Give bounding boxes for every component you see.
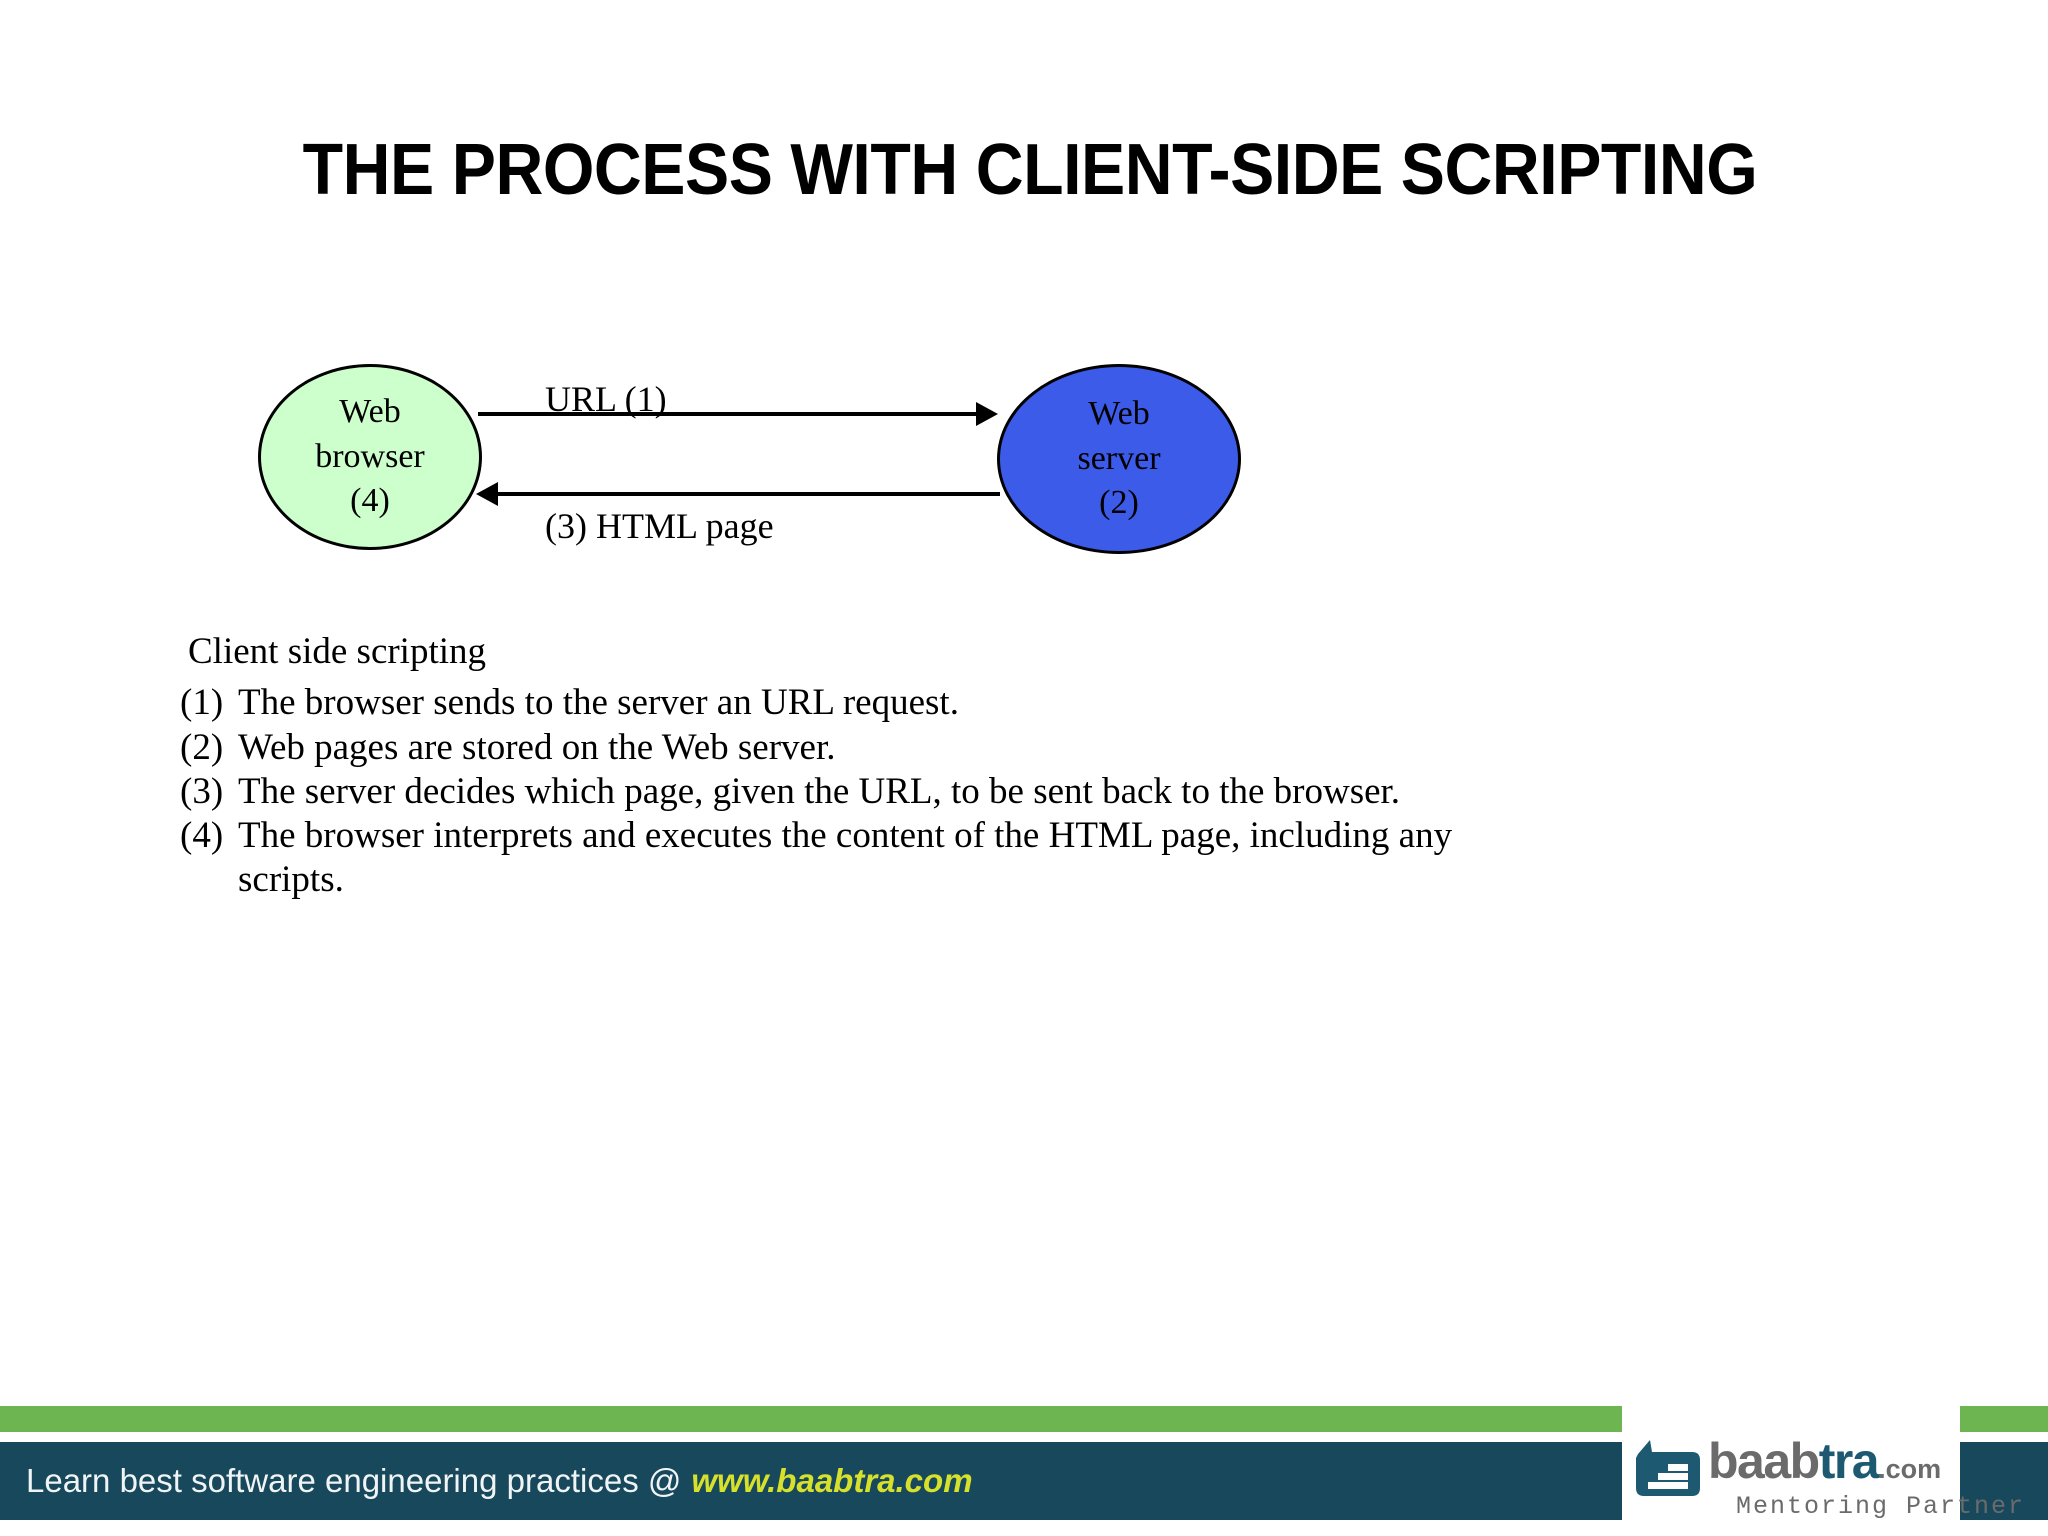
footer-band: Learn best software engineering practice…	[0, 1442, 1622, 1520]
notes-item-1-text: The browser sends to the server an URL r…	[238, 682, 959, 724]
notes-item-2-marker: (2)	[180, 726, 224, 768]
logo-word-baab: baab	[1708, 1433, 1820, 1489]
notes-item-2-text: Web pages are stored on the Web server.	[238, 726, 836, 768]
page-title: THE PROCESS WITH CLIENT-SIDE SCRIPTING	[302, 130, 1758, 211]
diagram-node-web-server[interactable]: Web server (2)	[997, 364, 1241, 554]
list-item: (2) Web pages are stored on the Web serv…	[180, 726, 1900, 769]
request-arrow-label: URL (1)	[545, 379, 667, 419]
list-item: (3) The server decides which page, given…	[180, 770, 1900, 813]
node-server-line-1: Web	[1088, 394, 1150, 432]
footer-accent-bar-right	[1960, 1406, 2048, 1432]
footer: Learn best software engineering practice…	[0, 1406, 2048, 1536]
node-browser-line-1: Web	[339, 392, 401, 430]
notes-item-1-marker: (1)	[180, 682, 224, 724]
footer-tagline: Learn best software engineering practice…	[26, 1462, 682, 1499]
notes-item-4-text: The browser interprets and executes the …	[238, 815, 1453, 857]
speech-bubble-logo-icon	[1632, 1438, 1704, 1500]
footer-accent-bar	[0, 1406, 1622, 1432]
logo-wordmark: baabtra.com	[1708, 1436, 1941, 1486]
request-arrow-line	[478, 412, 990, 416]
arrow-head-right-icon	[976, 402, 998, 426]
notes-item-4-marker: (4)	[180, 815, 224, 857]
baabtra-logo[interactable]: baabtra.com Mentoring Partner	[1632, 1428, 2023, 1532]
node-server-line-2: server	[1077, 439, 1161, 477]
response-arrow-line	[488, 492, 1000, 496]
footer-url-link[interactable]: www.baabtra.com	[691, 1462, 973, 1499]
response-arrow-label: (3) HTML page	[545, 506, 774, 546]
notes-heading: Client side scripting	[188, 631, 487, 672]
footer-tagline-wrapper: Learn best software engineering practice…	[26, 1462, 973, 1500]
logo-word-tra: tra	[1818, 1433, 1880, 1489]
footer-band-right	[1960, 1442, 2048, 1520]
diagram-node-web-browser[interactable]: Web browser (4)	[258, 364, 482, 550]
notes-item-3-marker: (3)	[180, 770, 224, 812]
node-server-line-3: (2)	[1099, 484, 1139, 522]
list-item: (1) The browser sends to the server an U…	[180, 681, 1900, 724]
logo-tagline: Mentoring Partner	[1736, 1492, 2026, 1521]
notes-item-4-continuation: scripts.	[238, 859, 344, 901]
arrow-head-left-icon	[476, 482, 498, 506]
notes-block: Client side scripting (1) The browser se…	[180, 630, 1900, 902]
list-item: (4) The browser interprets and executes …	[180, 814, 1900, 857]
notes-item-3-text: The server decides which page, given the…	[238, 770, 1401, 812]
node-browser-line-3: (4)	[350, 482, 390, 520]
node-browser-line-2: browser	[315, 437, 425, 475]
logo-word-com: .com	[1878, 1454, 1942, 1484]
